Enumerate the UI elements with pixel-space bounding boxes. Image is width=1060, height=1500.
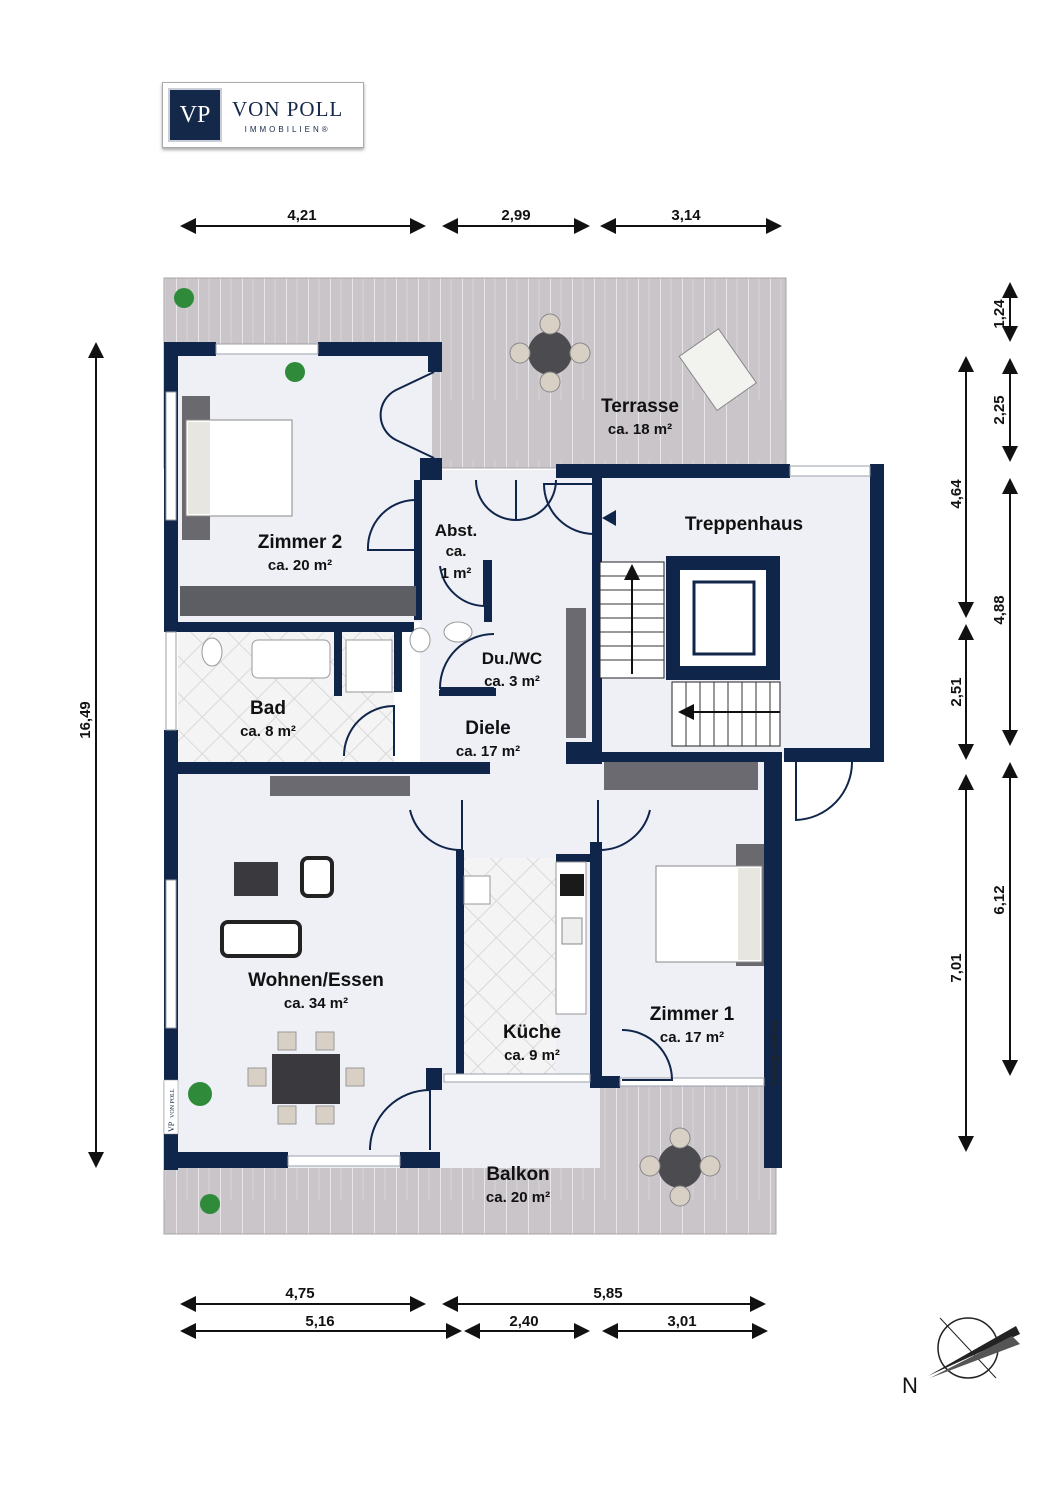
room-bad-area: ca. 8 m²: [240, 723, 296, 740]
room-abst-area1: ca.: [446, 543, 467, 560]
room-kueche-area: ca. 9 m²: [504, 1047, 560, 1064]
dim-right-2d: 6,12: [991, 885, 1008, 914]
dim-bottom-2b: 2,40: [509, 1313, 538, 1330]
room-terrasse-area: ca. 18 m²: [608, 421, 672, 438]
dim-right-2a: 1,24: [991, 299, 1008, 329]
room-balkon-name: Balkon: [486, 1164, 549, 1185]
dim-top-2: 2,99: [501, 207, 530, 224]
room-abst-area2: 1 m²: [441, 565, 472, 582]
room-terrasse-name: Terrasse: [601, 396, 679, 417]
room-diele-name: Diele: [465, 718, 510, 739]
dimension-labels: 4,21 2,99 3,14 4,75 5,85 5,16 2,40 3,01 …: [77, 207, 1008, 1330]
dim-top-1: 4,21: [287, 207, 316, 224]
logo-name: VON POLL: [232, 96, 344, 121]
watermark: Immogrundriss: [769, 1020, 780, 1086]
room-wohnen-name: Wohnen/Essen: [248, 970, 384, 991]
dim-left: 16,49: [77, 701, 94, 739]
room-kueche-name: Küche: [503, 1022, 561, 1043]
brand-logo: VP VON POLL IMMOBILIEN®: [162, 82, 364, 148]
small-logo-mark: VP: [167, 1121, 176, 1132]
dim-bottom-2c: 3,01: [667, 1313, 696, 1330]
dim-right-1a: 4,64: [948, 479, 965, 509]
room-bad-name: Bad: [250, 698, 286, 719]
room-zimmer2-name: Zimmer 2: [258, 532, 342, 553]
room-diele-area: ca. 17 m²: [456, 743, 520, 760]
room-abst-name: Abst.: [435, 521, 478, 540]
room-treppenhaus-name: Treppenhaus: [685, 514, 803, 535]
dim-right-2c: 4,88: [991, 595, 1008, 624]
room-zimmer1-name: Zimmer 1: [650, 1004, 735, 1025]
dim-right-2b: 2,25: [991, 395, 1008, 424]
dim-bottom-1a: 4,75: [285, 1285, 314, 1302]
dim-bottom-1b: 5,85: [593, 1285, 622, 1302]
small-logo-name: VON POLL: [170, 1088, 176, 1118]
logo-subtitle: IMMOBILIEN®: [244, 124, 331, 134]
furniture: [174, 288, 764, 1214]
stairs: [599, 510, 781, 747]
room-balkon-area: ca. 20 m²: [486, 1189, 550, 1206]
dim-right-1c: 7,01: [948, 953, 965, 982]
dim-top-3: 3,14: [671, 207, 701, 224]
logo-text: VON POLL IMMOBILIEN®: [232, 97, 343, 134]
compass: N: [902, 1317, 1020, 1398]
dim-right-1b: 2,51: [948, 677, 965, 706]
room-duwc-name: Du./WC: [482, 649, 542, 668]
dim-bottom-2a: 5,16: [305, 1313, 334, 1330]
room-wohnen-area: ca. 34 m²: [284, 995, 348, 1012]
room-zimmer2-area: ca. 20 m²: [268, 557, 332, 574]
compass-label: N: [902, 1373, 918, 1398]
logo-mark: VP: [168, 88, 222, 142]
room-zimmer1-area: ca. 17 m²: [660, 1029, 724, 1046]
room-labels: Terrasse ca. 18 m² Zimmer 2 ca. 20 m² Ab…: [240, 396, 803, 1206]
windows: [165, 343, 871, 1167]
doors: [343, 371, 853, 1151]
small-logo: VP VON POLL: [163, 1079, 179, 1135]
dimension-lines: [88, 218, 1018, 1339]
room-duwc-area: ca. 3 m²: [484, 673, 540, 690]
